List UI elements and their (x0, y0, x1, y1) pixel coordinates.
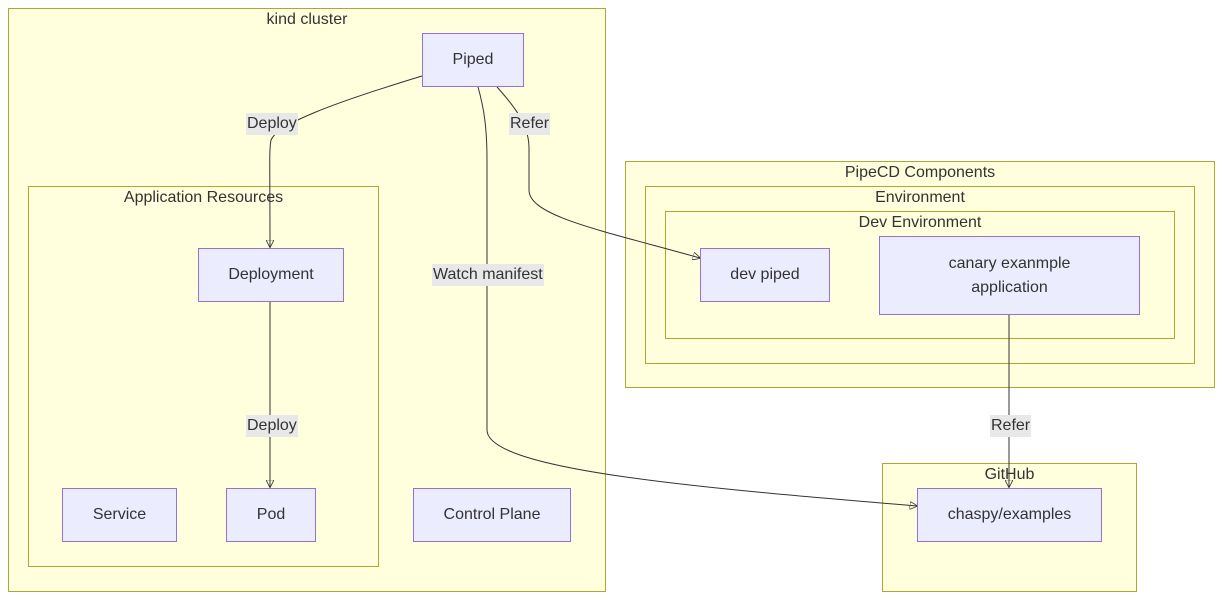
node-piped-label: Piped (452, 51, 494, 68)
edge-label-deployment-deploy: Deploy (246, 415, 298, 437)
edge-label-piped-deploy: Deploy (246, 113, 298, 135)
dev-environment-title: Dev Environment (858, 214, 982, 231)
node-chaspy-examples: chaspy/examples (917, 488, 1102, 542)
node-canary-line2: application (971, 278, 1048, 296)
node-dev-piped-label: dev piped (730, 266, 800, 283)
node-dev-piped: dev piped (700, 248, 830, 302)
node-piped: Piped (422, 33, 524, 87)
edge-piped-to-deployment (270, 75, 423, 247)
kind-cluster-title: kind cluster (266, 11, 348, 28)
application-resources-title: Application Resources (123, 189, 284, 206)
node-service-label: Service (92, 506, 147, 523)
edge-label-canary-refer: Refer (990, 415, 1032, 437)
node-control-plane: Control Plane (413, 488, 571, 542)
edge-label-watch-manifest: Watch manifest (432, 264, 544, 286)
node-canary-application-label: canary exanmple application (949, 252, 1071, 300)
pipecd-components-title: PipeCD Components (844, 164, 996, 181)
edge-piped-to-examples (477, 86, 917, 506)
node-chaspy-examples-label: chaspy/examples (947, 506, 1072, 523)
node-deployment: Deployment (198, 248, 344, 302)
node-canary-line1: canary exanmple (948, 254, 1071, 272)
node-deployment-label: Deployment (228, 266, 314, 283)
edge-label-piped-refer: Refer (509, 113, 551, 135)
node-pod: Pod (226, 488, 316, 542)
edge-piped-to-dev-piped (496, 86, 700, 258)
node-pod-label: Pod (256, 506, 286, 523)
node-control-plane-label: Control Plane (443, 506, 541, 523)
environment-title: Environment (875, 189, 965, 206)
node-canary-application: canary exanmple application (879, 236, 1140, 315)
node-service: Service (62, 488, 177, 542)
